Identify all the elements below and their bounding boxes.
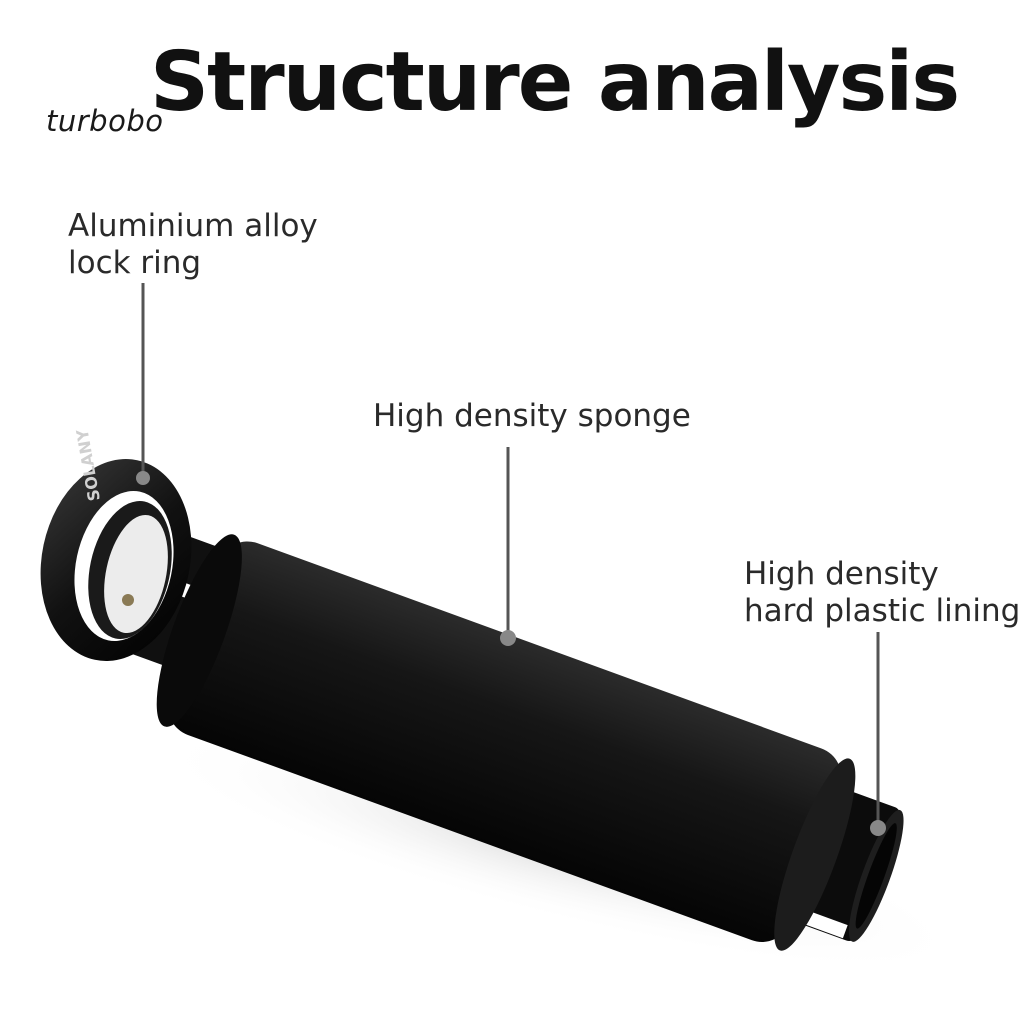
lock-ring: SOLANY [40,427,192,661]
leader-lines [141,283,880,828]
callout-lock-ring: Aluminium alloy lock ring [68,208,318,281]
leader-dot-lining [870,820,886,836]
page-title: Structure analysis [150,35,960,130]
callout-lining: High density hard plastic lining [744,556,1021,629]
leader-dot-ring [136,471,150,485]
foam-sponge [156,534,856,951]
callout-sponge: High density sponge [373,398,691,434]
brand-watermark: turbobo [46,104,164,138]
leader-dot-sponge [500,630,516,646]
